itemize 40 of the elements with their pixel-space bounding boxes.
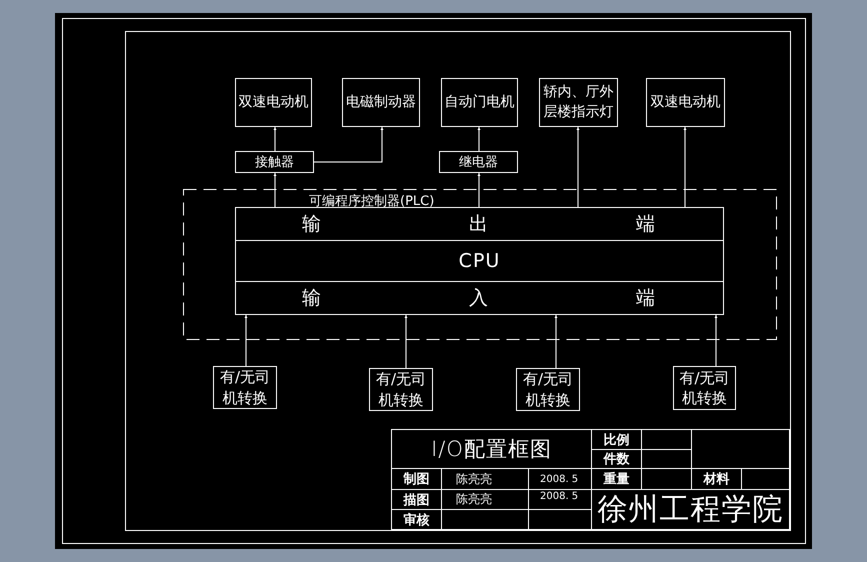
connector-line xyxy=(274,172,276,208)
plc-boundary xyxy=(183,189,777,340)
switch-box: 有/无司机转换 xyxy=(673,366,736,410)
institution-name: 徐州工程学院 xyxy=(592,490,790,530)
drawing-title: I/O配置框图 xyxy=(392,430,592,469)
connector-line xyxy=(314,126,384,162)
connector-line xyxy=(554,314,558,368)
name-text: 陈亮亮 xyxy=(442,469,529,490)
output-band: 输 出 端 xyxy=(235,207,724,241)
connector-line xyxy=(404,314,408,368)
device-box: 轿内、厅外层楼指示灯 xyxy=(539,78,618,127)
field-label: 制图 xyxy=(392,469,442,490)
connector-line xyxy=(478,172,480,208)
date-text: 2008. 5 xyxy=(529,469,592,490)
connector-line xyxy=(244,314,248,366)
date-text: 2008. 5 xyxy=(529,490,592,510)
field-label: 件数 xyxy=(592,450,642,469)
connector-line xyxy=(714,314,718,366)
switch-box: 有/无司机转换 xyxy=(213,366,277,409)
field-label: 描图 xyxy=(392,490,442,510)
connector-line xyxy=(576,126,580,208)
connector-line xyxy=(478,126,480,152)
name-text: 陈亮亮 xyxy=(442,490,529,510)
component-box: 继电器 xyxy=(439,151,518,173)
field-label: 审核 xyxy=(392,510,442,530)
group-heading: 可编程序控制器(PLC) xyxy=(309,193,434,210)
field-label: 重量 xyxy=(592,469,642,490)
connector-line xyxy=(684,126,686,208)
input-band: 输 入 端 xyxy=(235,281,724,315)
field-label: 比例 xyxy=(592,430,642,450)
device-box: 电磁制动器 xyxy=(342,78,420,127)
field-label: 材料 xyxy=(692,469,742,490)
switch-box: 有/无司机转换 xyxy=(516,368,580,411)
cpu-band: CPU xyxy=(235,240,724,282)
device-box: 自动门电机 xyxy=(441,78,518,127)
device-box: 双速电动机 xyxy=(235,78,312,127)
connector-line xyxy=(274,126,276,152)
component-box: 接触器 xyxy=(235,151,314,173)
switch-box: 有/无司机转换 xyxy=(369,368,433,411)
device-box: 双速电动机 xyxy=(646,78,725,127)
